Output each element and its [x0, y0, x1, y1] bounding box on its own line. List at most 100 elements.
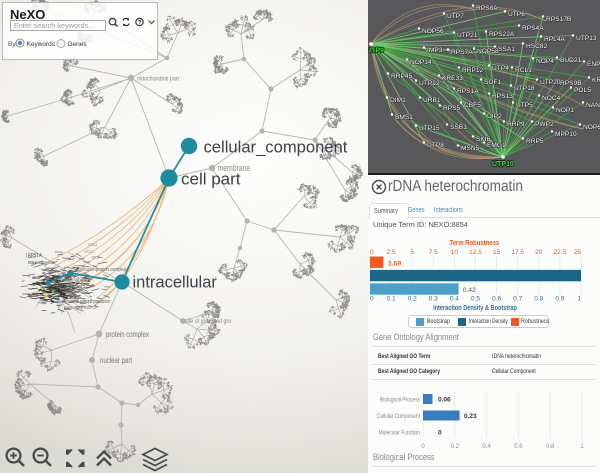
- svg-text:NOP1: NOP1: [556, 107, 574, 114]
- svg-text:ribosomal subunit precursor: ribosomal subunit precursor: [62, 299, 110, 305]
- svg-text:POL5: POL5: [574, 87, 591, 94]
- svg-text:DIP2: DIP2: [487, 113, 502, 120]
- svg-text:Keywords: Keywords: [27, 40, 56, 47]
- svg-text:RPS17B: RPS17B: [546, 16, 572, 23]
- svg-text:0.1: 0.1: [387, 296, 396, 303]
- svg-text:10: 10: [451, 249, 459, 256]
- svg-text:0.8: 0.8: [534, 296, 543, 303]
- svg-text:0: 0: [370, 296, 374, 303]
- svg-text:URB1: URB1: [423, 97, 441, 104]
- svg-text:0: 0: [421, 444, 425, 450]
- svg-text:?: ?: [138, 19, 142, 26]
- svg-text:SSB1: SSB1: [450, 124, 467, 131]
- svg-text:5: 5: [410, 249, 414, 256]
- svg-text:RPS9B: RPS9B: [560, 80, 582, 87]
- svg-text:Interaction Density & Bootstra: Interaction Density & Bootstrap: [433, 304, 517, 312]
- svg-text:Genes: Genes: [68, 40, 88, 47]
- svg-text:cellular_component: cellular_component: [204, 138, 348, 157]
- svg-text:UTP21: UTP21: [457, 32, 478, 39]
- svg-text:UTP18: UTP18: [514, 85, 535, 92]
- svg-text:0.6: 0.6: [492, 296, 501, 303]
- svg-text:MSN5: MSN5: [461, 145, 480, 152]
- svg-text:RPS1A: RPS1A: [457, 88, 479, 95]
- svg-text:2.5: 2.5: [387, 249, 396, 256]
- svg-text:90S preribosome: 90S preribosome: [28, 260, 55, 266]
- svg-text:HSC82: HSC82: [526, 43, 548, 50]
- svg-text:UTP5: UTP5: [516, 102, 533, 109]
- svg-text:UTP8: UTP8: [427, 142, 444, 149]
- svg-text:0.23: 0.23: [464, 413, 477, 420]
- svg-text:PWP2: PWP2: [535, 121, 554, 128]
- svg-text:UTP15: UTP15: [419, 125, 440, 132]
- svg-text:7.5: 7.5: [429, 249, 438, 256]
- svg-text:NOP4: NOP4: [536, 58, 554, 65]
- svg-text:0.8: 0.8: [546, 444, 555, 450]
- svg-text:preribosome LSU-CP*: preribosome LSU-CP*: [64, 305, 99, 311]
- svg-text:RPL5: RPL5: [0, 238, 9, 244]
- svg-text:UTP10: UTP10: [492, 161, 514, 168]
- svg-text:1: 1: [580, 444, 584, 450]
- svg-text:Biological Process: Biological Process: [380, 397, 420, 404]
- svg-text:KRE33: KRE33: [442, 75, 463, 82]
- svg-text:IMP3: IMP3: [427, 47, 443, 54]
- svg-text:0.06: 0.06: [438, 396, 451, 403]
- svg-text:NOG1: NOG1: [28, 293, 39, 299]
- svg-text:RRP5: RRP5: [526, 138, 544, 145]
- svg-text:15: 15: [493, 249, 501, 256]
- svg-text:RPL4A: RPL4A: [544, 36, 565, 43]
- svg-text:0.7: 0.7: [513, 296, 522, 303]
- svg-text:DIM1: DIM1: [390, 97, 406, 104]
- svg-text:NOP14: NOP14: [410, 59, 432, 66]
- svg-text:RRP12: RRP12: [462, 67, 484, 74]
- svg-text:SOF1: SOF1: [484, 79, 502, 86]
- svg-text:site of polarized gro: site of polarized gro: [185, 317, 232, 325]
- svg-text:RRP45: RRP45: [391, 73, 413, 80]
- svg-text:RCL1: RCL1: [515, 67, 532, 74]
- svg-text:0.4: 0.4: [482, 444, 491, 450]
- svg-text:0.9: 0.9: [555, 296, 564, 303]
- svg-text:0: 0: [370, 249, 374, 256]
- svg-text:SSA1: SSA1: [498, 46, 515, 53]
- svg-text:0.5: 0.5: [471, 296, 480, 303]
- svg-text:SKI6: SKI6: [476, 136, 491, 143]
- svg-text:SOL3: SOL3: [88, 242, 98, 248]
- svg-text:NOP58: NOP58: [477, 48, 499, 55]
- svg-text:membrane: membrane: [218, 163, 251, 173]
- svg-text:Molecular Function: Molecular Function: [379, 430, 420, 437]
- svg-text:EMG1: EMG1: [487, 142, 506, 149]
- svg-text:RPS4A: RPS4A: [522, 25, 544, 32]
- svg-text:1.59: 1.59: [388, 261, 401, 268]
- svg-text:mitochondrial part: mitochondrial part: [137, 75, 179, 83]
- svg-text:CBF5: CBF5: [464, 102, 481, 109]
- svg-text:BMS1: BMS1: [395, 114, 413, 121]
- svg-text:CK2 c: CK2 c: [84, 249, 94, 255]
- svg-text:ribosomal subunit: ribosomal subunit: [54, 277, 88, 284]
- svg-text:t RPS1 A: t RPS1 A: [26, 253, 42, 259]
- svg-text:0.4: 0.4: [450, 296, 459, 303]
- svg-text:ENP1: ENP1: [587, 61, 600, 68]
- svg-text:RPS22A: RPS22A: [489, 31, 515, 38]
- svg-text:NOC4: NOC4: [542, 95, 561, 102]
- svg-text:RPS7A: RPS7A: [451, 49, 473, 56]
- svg-text:RPS8A: RPS8A: [476, 5, 498, 12]
- svg-text:1: 1: [577, 296, 581, 303]
- svg-text:0.2: 0.2: [408, 296, 417, 303]
- svg-text:intracellular: intracellular: [133, 274, 218, 292]
- svg-text:UTP9: UTP9: [368, 48, 384, 55]
- svg-text:RRP9: RRP9: [507, 121, 525, 128]
- svg-text:NOP6: NOP6: [583, 124, 600, 131]
- svg-text:0.2: 0.2: [451, 444, 460, 450]
- svg-text:protein complex: protein complex: [106, 331, 149, 339]
- svg-text:22.5: 22.5: [554, 249, 567, 256]
- svg-text:NAN1: NAN1: [586, 102, 600, 109]
- svg-text:UTP6: UTP6: [508, 11, 525, 18]
- svg-text:25: 25: [574, 249, 582, 256]
- svg-text:nuclear part: nuclear part: [100, 357, 132, 365]
- svg-text:DFS: DFS: [92, 255, 99, 261]
- svg-text:ribonucleoprotein complex: ribonucleoprotein complex: [76, 267, 126, 274]
- svg-text:20: 20: [535, 249, 543, 256]
- svg-text:0: 0: [438, 429, 442, 436]
- svg-text:Cellular Component: Cellular Component: [377, 413, 421, 420]
- svg-text:0.6: 0.6: [514, 444, 523, 450]
- svg-text:UTP4: UTP4: [492, 65, 509, 72]
